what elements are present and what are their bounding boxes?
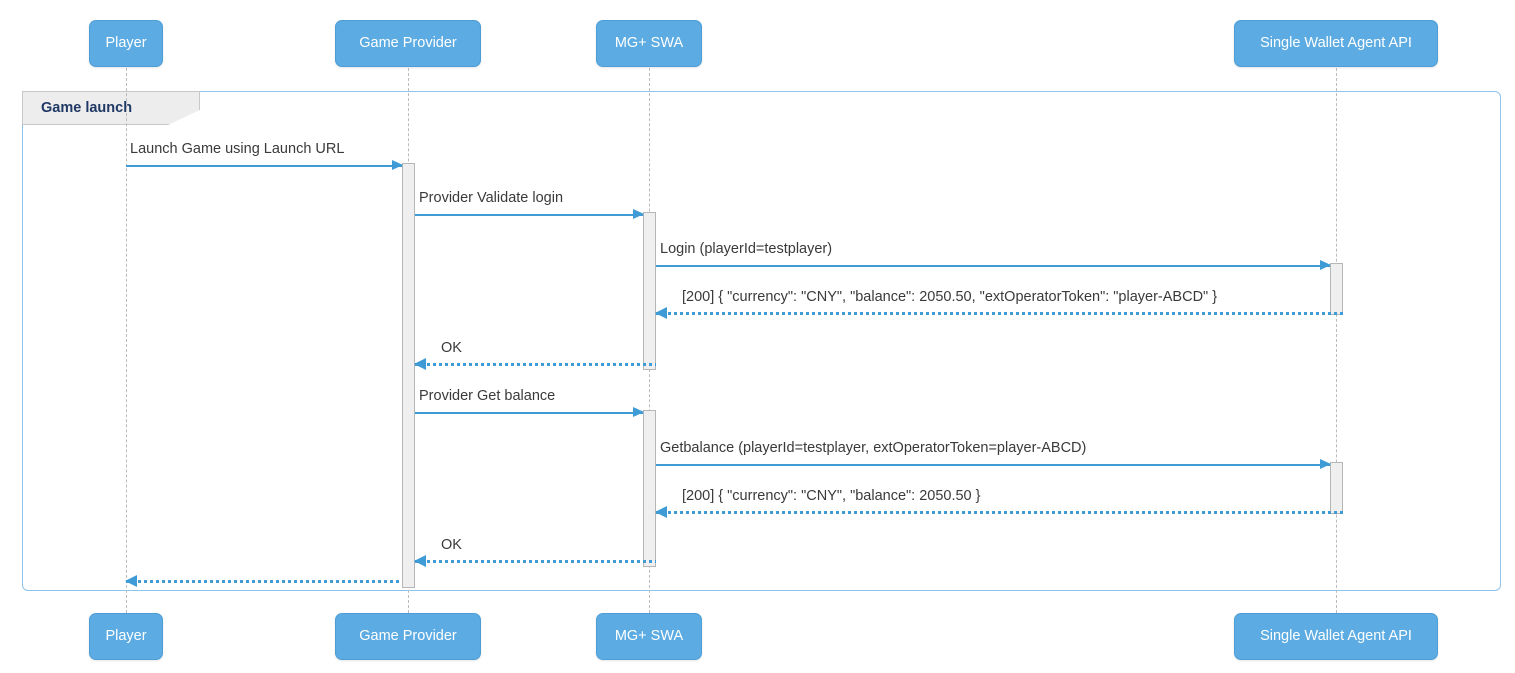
arrowhead-icon <box>1320 458 1331 469</box>
message-line <box>126 165 402 167</box>
participant-bottom-provider[interactable]: Game Provider <box>335 613 481 660</box>
message-label: [200] { "currency": "CNY", "balance": 20… <box>682 289 1218 305</box>
message-line <box>415 412 643 414</box>
arrowhead-icon <box>414 358 426 370</box>
message-label: OK <box>441 537 462 553</box>
message-label: Launch Game using Launch URL <box>130 141 345 157</box>
lifeline-walletapi <box>1336 68 1337 613</box>
activation-bar-swa <box>643 410 656 567</box>
activation-bar-provider <box>402 163 415 588</box>
message-label: Getbalance (playerId=testplayer, extOper… <box>660 440 1087 456</box>
participant-bottom-swa[interactable]: MG+ SWA <box>596 613 702 660</box>
message-line <box>415 363 656 366</box>
message-line <box>656 265 1330 267</box>
lifeline-player <box>126 68 127 613</box>
message-label: Provider Validate login <box>419 190 564 206</box>
arrowhead-icon <box>633 208 644 219</box>
message-label: Login (playerId=testplayer) <box>660 241 833 257</box>
message-line <box>656 312 1343 315</box>
participant-top-swa[interactable]: MG+ SWA <box>596 20 702 67</box>
message-line <box>415 214 643 216</box>
message-line <box>656 511 1343 514</box>
participant-top-provider[interactable]: Game Provider <box>335 20 481 67</box>
participant-top-walletapi[interactable]: Single Wallet Agent API <box>1234 20 1438 67</box>
arrowhead-icon <box>633 406 644 417</box>
arrowhead-icon <box>392 159 403 170</box>
arrowhead-icon <box>1320 259 1331 270</box>
message-line <box>126 580 402 583</box>
participant-bottom-player[interactable]: Player <box>89 613 163 660</box>
message-line <box>656 464 1330 466</box>
fragment-game-launch <box>22 91 1501 591</box>
activation-bar-walletapi <box>1330 462 1343 514</box>
message-label: Provider Get balance <box>419 388 556 404</box>
fragment-label: Game launch <box>22 91 200 125</box>
arrowhead-icon <box>655 307 667 319</box>
message-label: OK <box>441 340 462 356</box>
message-label: [200] { "currency": "CNY", "balance": 20… <box>682 488 981 504</box>
activation-bar-swa <box>643 212 656 370</box>
arrowhead-icon <box>125 575 137 587</box>
message-line <box>415 560 656 563</box>
participant-top-player[interactable]: Player <box>89 20 163 67</box>
activation-bar-walletapi <box>1330 263 1343 315</box>
arrowhead-icon <box>655 506 667 518</box>
participant-bottom-walletapi[interactable]: Single Wallet Agent API <box>1234 613 1438 660</box>
arrowhead-icon <box>414 555 426 567</box>
